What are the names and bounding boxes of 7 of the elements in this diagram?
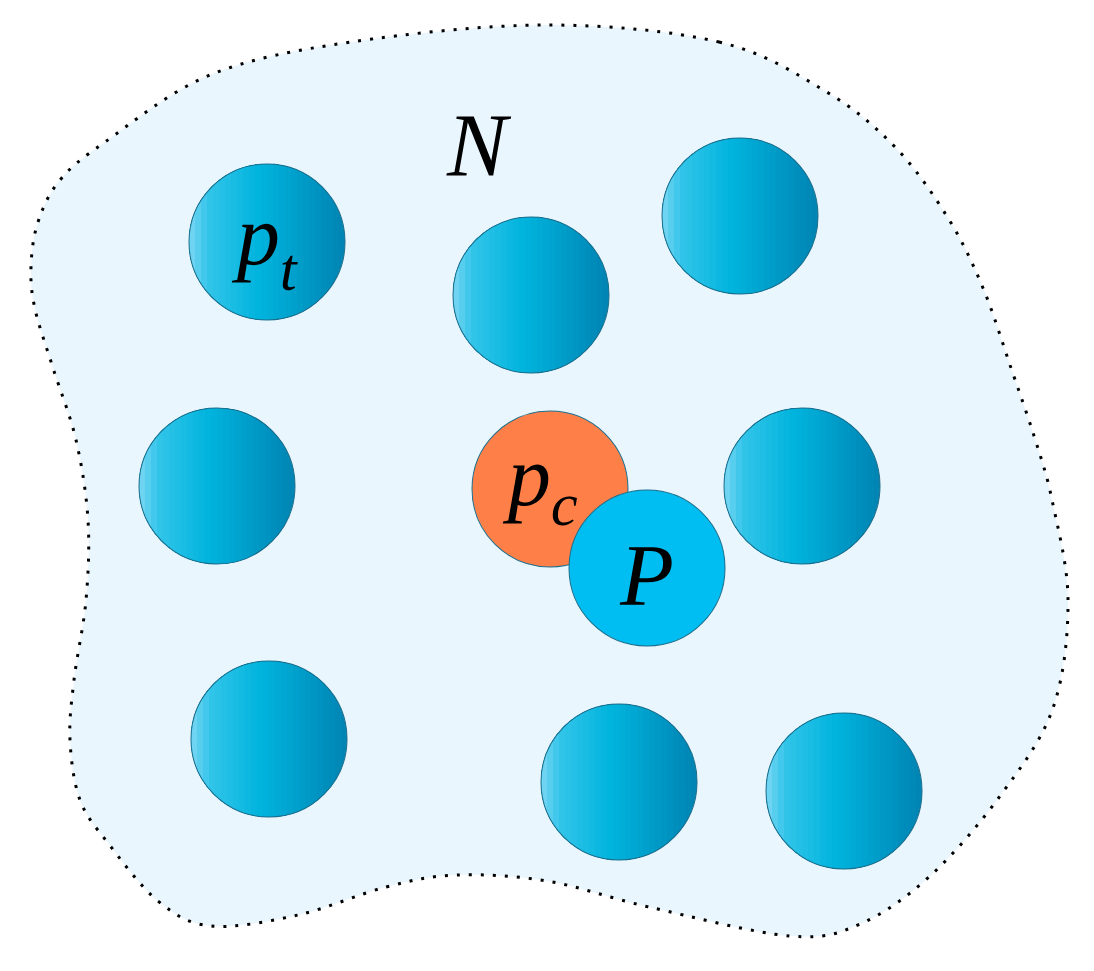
particle-circle [540, 703, 698, 861]
particle-circle [190, 660, 348, 818]
particle-circle [723, 407, 881, 565]
particle-circle [452, 216, 610, 374]
particle-circle [765, 712, 923, 870]
particle-circle [661, 137, 819, 295]
particle-circle [138, 407, 296, 565]
